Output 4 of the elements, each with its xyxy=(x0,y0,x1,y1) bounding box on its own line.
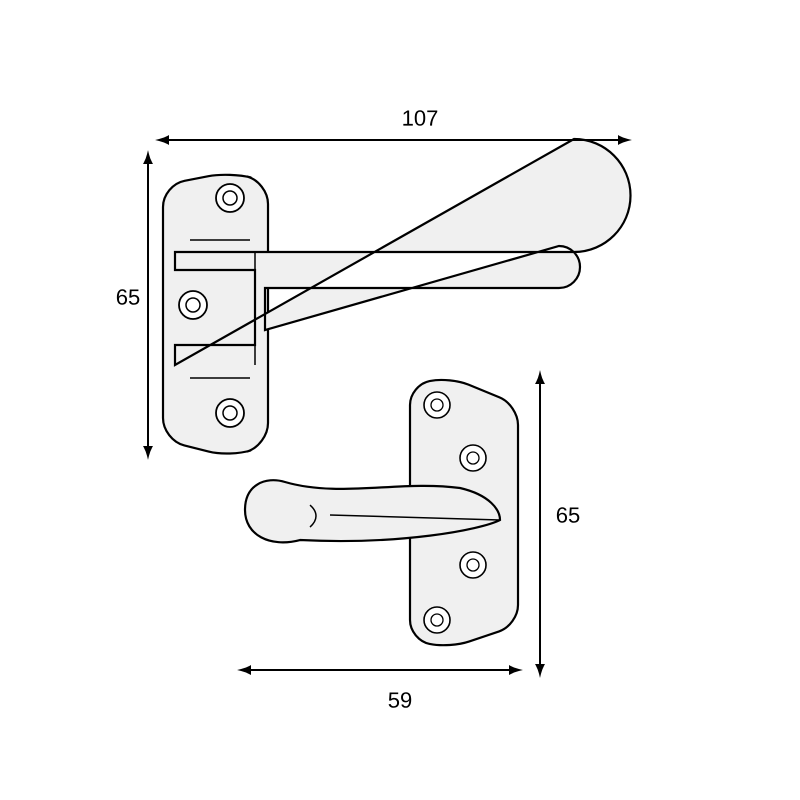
dimension-label: 65 xyxy=(116,289,140,305)
dimension-label: 107 xyxy=(403,110,438,126)
dimension-label: 65 xyxy=(556,507,580,523)
dimension-label: 59 xyxy=(388,692,412,708)
